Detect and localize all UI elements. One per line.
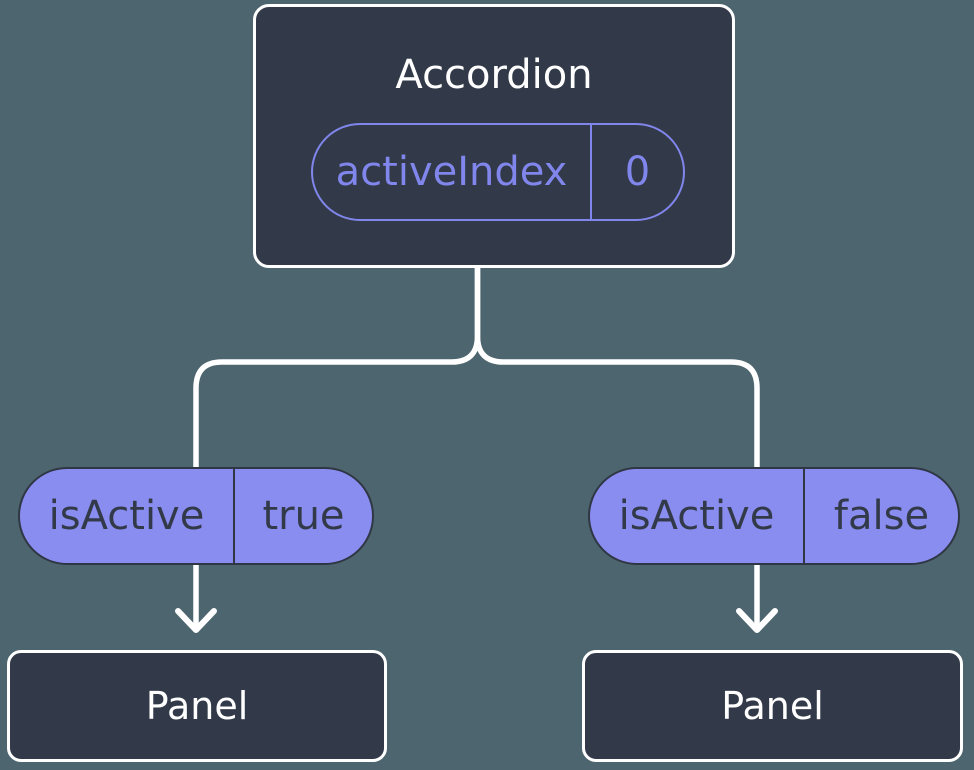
prop-pill-isactive-true: isActive true — [18, 467, 374, 565]
prop-value: 0 — [624, 149, 651, 195]
node-title: Panel — [721, 684, 824, 728]
panel-node-right: Panel — [582, 650, 963, 762]
prop-value: false — [833, 493, 930, 539]
prop-value: true — [262, 493, 345, 539]
node-title: Panel — [145, 684, 249, 728]
prop-name: isActive — [20, 469, 235, 563]
branch-line-right — [474, 259, 760, 632]
accordion-node: Accordion activeIndex 0 — [253, 4, 735, 268]
arrow-down-icon — [175, 608, 217, 633]
prop-pill-activeindex: activeIndex 0 — [311, 123, 685, 221]
prop-name: activeIndex — [313, 125, 592, 219]
arrow-down-icon — [736, 608, 778, 633]
node-title: Accordion — [395, 52, 593, 98]
branch-line-left — [193, 259, 481, 632]
panel-node-left: Panel — [7, 650, 387, 762]
prop-name: isActive — [590, 469, 805, 563]
prop-pill-isactive-false: isActive false — [588, 467, 960, 565]
